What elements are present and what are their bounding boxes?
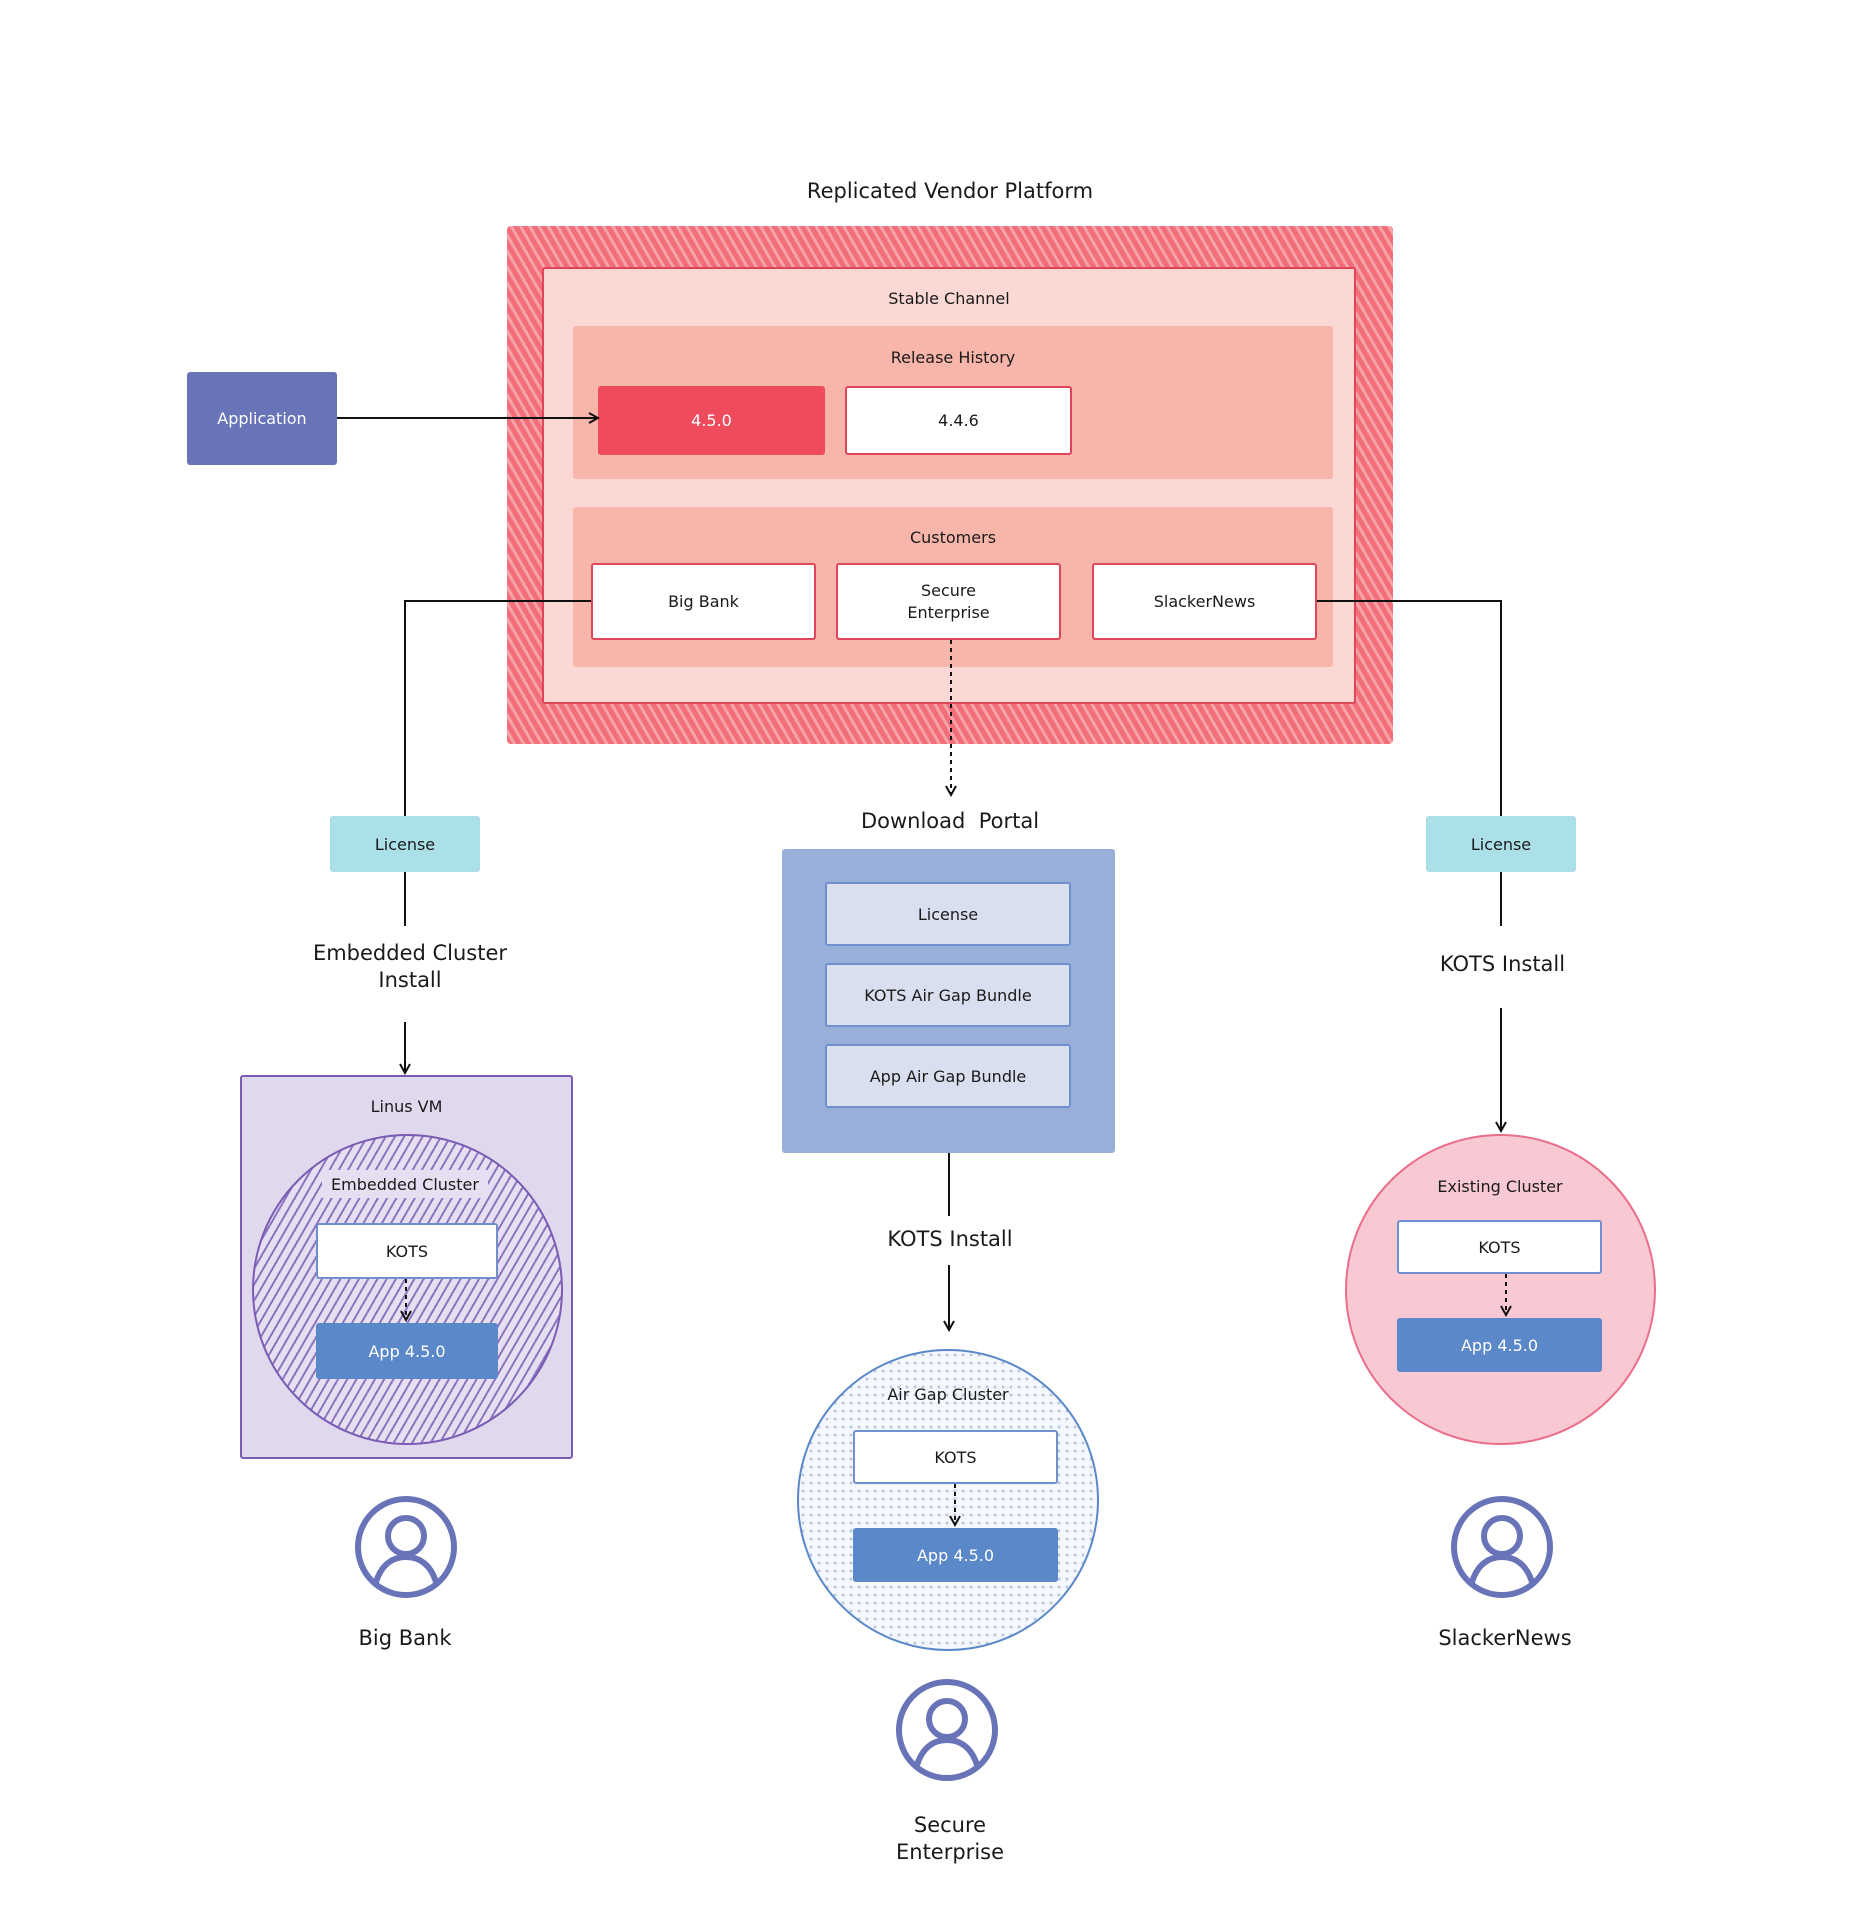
existing-cluster-label: Existing Cluster [1437,1176,1563,1196]
customers-label: Customers [909,527,997,547]
left-app-box: App 4.5.0 [316,1323,498,1379]
existing-cluster [1345,1134,1656,1445]
air-gap-cluster-label: Air Gap Cluster [887,1384,1009,1404]
secure-enterprise-user-icon [896,1679,998,1781]
customer-secure-enterprise[interactable]: Secure Enterprise [836,563,1061,640]
slackernews-user-icon [1451,1496,1553,1598]
application-box[interactable]: Application [187,372,337,465]
portal-license[interactable]: License [825,882,1071,946]
download-portal-label: Download Portal [860,808,1040,833]
vendor-platform-title: Replicated Vendor Platform [806,179,1094,203]
air-gap-cluster [797,1349,1099,1651]
slackernews-label: SlackerNews [1438,1625,1572,1650]
release-4-5-0[interactable]: 4.5.0 [598,386,825,455]
right-kots-box: KOTS [1397,1220,1602,1274]
stable-channel-label: Stable Channel [888,288,1010,308]
big-bank-label: Big Bank [358,1625,452,1650]
customer-big-bank[interactable]: Big Bank [591,563,816,640]
release-4-4-6[interactable]: 4.4.6 [845,386,1072,455]
release-history-label: Release History [890,347,1016,367]
left-kots-box: KOTS [316,1223,498,1279]
big-bank-user-icon [355,1496,457,1598]
right-app-box: App 4.5.0 [1397,1318,1602,1372]
linus-vm-label: Linus VM [370,1096,443,1116]
secure-enterprise-label: Secure Enterprise [895,1813,1005,1864]
portal-kots-air-gap-bundle[interactable]: KOTS Air Gap Bundle [825,963,1071,1027]
customer-slackernews[interactable]: SlackerNews [1092,563,1317,640]
middle-app-box: App 4.5.0 [853,1528,1058,1582]
middle-kots-box: KOTS [853,1430,1058,1484]
left-license-tag: License [330,816,480,872]
right-license-tag: License [1426,816,1576,872]
embedded-cluster-label: Embedded Cluster [322,1170,488,1198]
middle-kots-install-label: KOTS Install [887,1226,1013,1251]
right-kots-install-label: KOTS Install [1439,951,1566,976]
portal-app-air-gap-bundle[interactable]: App Air Gap Bundle [825,1044,1071,1108]
embedded-cluster-install-label: Embedded Cluster Install [312,941,508,992]
